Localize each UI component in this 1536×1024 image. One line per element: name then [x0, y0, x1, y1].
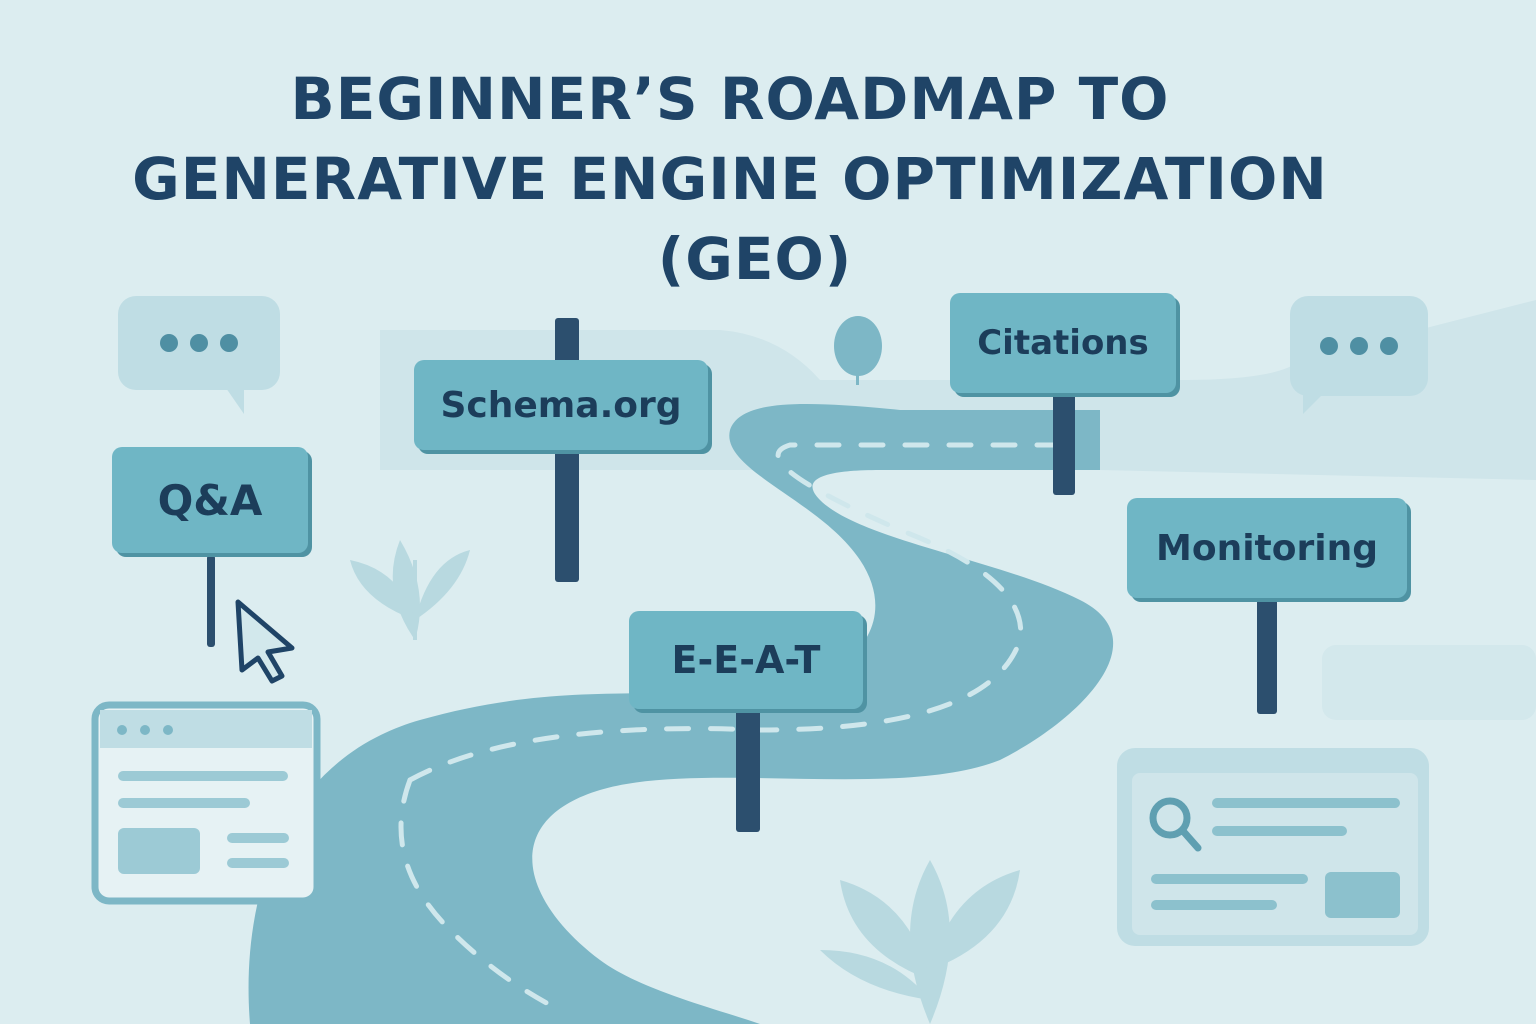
sign-post — [1257, 598, 1277, 714]
title-line-1: BEGINNER’S ROADMAP TO — [290, 65, 1170, 133]
plant-icon — [820, 860, 1020, 1024]
bubble-tail — [226, 388, 244, 414]
sign-post — [736, 708, 760, 832]
plant-icon — [350, 540, 470, 640]
sign-citations[interactable]: Citations — [950, 293, 1176, 393]
sign-schema-org[interactable]: Schema.org — [414, 360, 708, 450]
road-icon — [248, 404, 1114, 1024]
sign-post — [207, 555, 215, 647]
title-line-2: GENERATIVE ENGINE OPTIMIZATION — [132, 145, 1328, 213]
sign-post — [555, 318, 579, 582]
chat-bubble-icon — [118, 296, 280, 390]
sign-post — [1053, 393, 1075, 495]
sign-qa[interactable]: Q&A — [112, 447, 308, 553]
chat-bubble-icon — [1290, 296, 1428, 396]
browser-window-icon — [91, 701, 321, 905]
bubble-tail — [1303, 394, 1323, 414]
sign-monitoring[interactable]: Monitoring — [1127, 498, 1407, 598]
tree-icon — [834, 316, 882, 385]
search-results-icon — [1117, 748, 1429, 946]
cursor-icon — [235, 599, 295, 684]
sign-eeat[interactable]: E-E-A-T — [629, 611, 863, 709]
title-line-3: (GEO) — [657, 225, 853, 293]
